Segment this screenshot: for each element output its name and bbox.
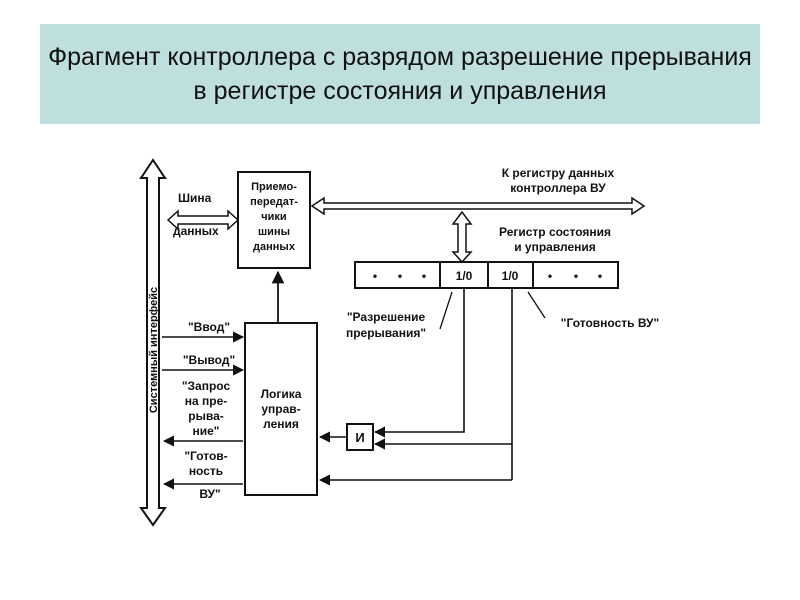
register-cell-3: 1/0 xyxy=(456,269,473,283)
system-interface-bus: Системный интерфейс xyxy=(139,158,167,527)
transceiver-label-2: передат- xyxy=(250,196,298,208)
transceiver-label-1: Приемо- xyxy=(251,181,297,193)
register-cell-7: • xyxy=(598,269,602,283)
to-data-register-label-2: контроллера ВУ xyxy=(510,181,606,195)
interrupt-request-label-2: на пре- xyxy=(185,394,228,408)
signal-output-label: "Вывод" xyxy=(183,353,235,367)
ready-signal-label-2: ность xyxy=(189,464,223,478)
interrupt-request-label-4: ние" xyxy=(193,424,220,438)
transceiver-block: Приемо- передат- чики шины данных xyxy=(237,171,311,269)
title-banner: Фрагмент контроллера с разрядом разрешен… xyxy=(40,24,760,124)
control-logic-label-1: Логика xyxy=(261,387,302,401)
to-data-register-label-1: К регистру данных xyxy=(502,166,615,180)
register-cell-1: • xyxy=(398,269,402,283)
register-cell-2: • xyxy=(422,269,426,283)
ready-signal-label-3: ВУ" xyxy=(199,487,220,501)
signal-lines xyxy=(162,331,245,490)
interrupt-enable-label-2: прерывания" xyxy=(346,326,426,340)
transceiver-label-3: чики xyxy=(261,211,286,223)
to-data-register-bus: К регистру данных контроллера ВУ xyxy=(310,166,646,216)
status-register: • • • 1/0 1/0 • • • xyxy=(354,261,619,289)
and-gate: И xyxy=(346,423,374,451)
device-ready-label: "Готовность ВУ" xyxy=(561,316,659,330)
control-logic-block: Логика управ- ления xyxy=(244,322,318,496)
interrupt-enable-label-1: "Разрешение xyxy=(347,310,426,324)
status-register-label-1: Регистр состояния xyxy=(499,225,611,239)
interrupt-enable-line xyxy=(373,288,465,438)
register-bus-arrow xyxy=(451,210,473,264)
interrupt-enable-leader xyxy=(439,291,453,330)
interrupt-request-label-1: "Запрос xyxy=(182,379,231,393)
register-cell-5: • xyxy=(548,269,552,283)
data-bus-arrow: Шина данных xyxy=(166,191,240,238)
page-title: Фрагмент контроллера с разрядом разрешен… xyxy=(48,43,752,105)
register-cell-4: 1/0 xyxy=(502,269,519,283)
register-cell-0: • xyxy=(373,269,377,283)
control-logic-label-3: ления xyxy=(263,417,299,431)
interrupt-request-label-3: рыва- xyxy=(188,409,223,423)
bus-label-line-2: данных xyxy=(173,224,219,238)
device-ready-leader xyxy=(527,291,546,319)
register-cell-6: • xyxy=(574,269,578,283)
bus-label-line-1: Шина xyxy=(178,191,212,205)
ready-signal-label-1: "Готов- xyxy=(184,449,227,463)
control-logic-label-2: управ- xyxy=(261,402,300,416)
signal-input-label: "Ввод" xyxy=(188,320,230,334)
and-gate-label: И xyxy=(355,430,364,445)
status-register-label-2: и управления xyxy=(514,240,596,254)
system-interface-label: Системный интерфейс xyxy=(148,287,160,413)
transceiver-label-5: данных xyxy=(253,241,296,253)
transceiver-label-4: шины xyxy=(258,226,290,238)
